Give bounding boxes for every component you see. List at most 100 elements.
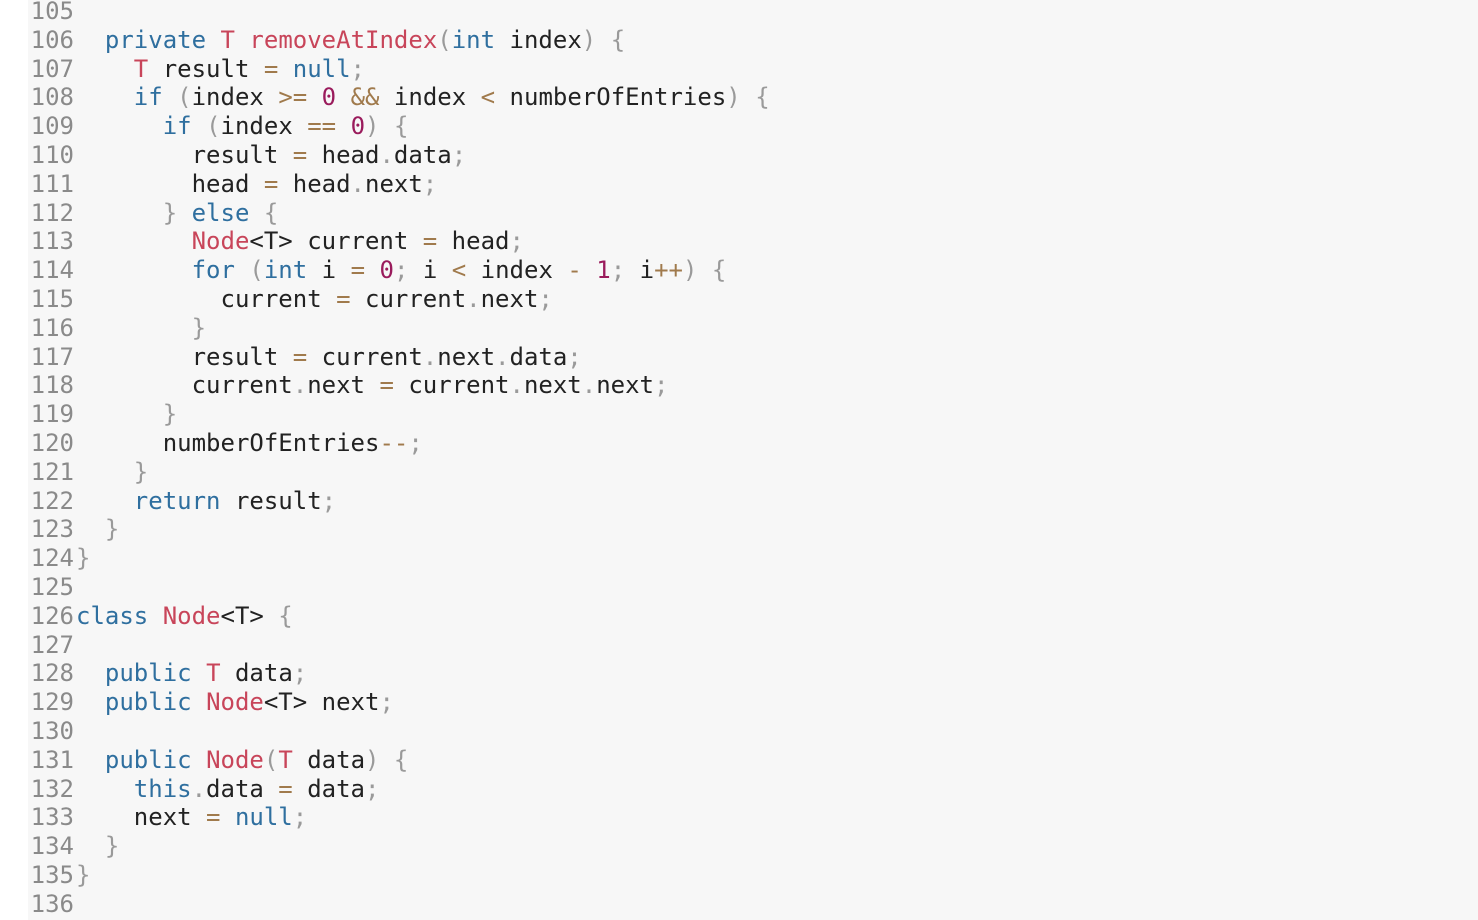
- code-token: next: [365, 169, 423, 198]
- code-token: [336, 83, 350, 111]
- code-token: ): [365, 112, 380, 141]
- code-token: [76, 314, 192, 342]
- line-number: 126: [30, 601, 74, 630]
- line-number: 128: [30, 659, 74, 688]
- code-token: }: [76, 861, 91, 889]
- code-token: next: [523, 371, 582, 400]
- code-token: [336, 112, 350, 140]
- code-token: result: [76, 141, 293, 169]
- code-text: public Node(T data) {: [76, 746, 408, 775]
- code-token: 0: [321, 83, 337, 112]
- code-text: }: [76, 861, 90, 890]
- code-text: }: [76, 515, 119, 544]
- code-token: (: [177, 83, 192, 112]
- code-token: ;: [654, 371, 669, 400]
- code-token: (: [437, 25, 452, 54]
- code-text: next = null;: [76, 803, 307, 832]
- code-token: ;: [408, 429, 423, 457]
- code-token: =: [379, 371, 394, 400]
- code-token: }: [104, 832, 120, 861]
- line-number: 117: [30, 342, 74, 371]
- code-text: return result;: [76, 487, 336, 516]
- code-text: result = head.data;: [76, 141, 467, 170]
- code-token: int: [263, 256, 308, 285]
- code-token: [221, 803, 235, 831]
- code-token: 1: [596, 256, 611, 285]
- code-token: ): [726, 83, 741, 112]
- code-text: current = current.next;: [76, 285, 552, 314]
- line-number: 110: [30, 141, 74, 169]
- code-token: ;: [422, 169, 438, 198]
- code-token: ++: [654, 256, 683, 285]
- code-token: {: [278, 601, 293, 630]
- code-text: for (int i = 0; i < index - 1; i++) {: [76, 256, 727, 285]
- code-token: [177, 199, 191, 227]
- code-text: public T data;: [76, 659, 307, 688]
- code-token: }: [76, 544, 91, 573]
- code-token: head: [307, 141, 380, 169]
- code-token: T: [133, 54, 149, 83]
- code-token: [76, 112, 163, 140]
- code-token: index: [191, 83, 279, 112]
- code-token: numberOfEntries: [76, 429, 380, 457]
- code-token: ;: [365, 774, 380, 803]
- code-token: -: [567, 256, 582, 285]
- line-number: 116: [30, 313, 74, 342]
- code-token: [76, 487, 134, 515]
- line-number: 118: [30, 371, 74, 400]
- code-token: data: [509, 342, 568, 371]
- code-token: .: [422, 342, 438, 371]
- code-token: =: [263, 54, 279, 83]
- code-token: [249, 199, 263, 227]
- code-token: result: [220, 486, 322, 515]
- code-token: Node: [206, 745, 264, 774]
- line-number: 136: [30, 889, 74, 918]
- line-number: 124: [30, 544, 74, 573]
- code-text: class Node<T> {: [76, 602, 293, 631]
- code-token: result: [148, 54, 264, 83]
- code-token: 0: [379, 256, 394, 285]
- code-token: ;: [350, 54, 365, 83]
- code-text: this.data = data;: [76, 774, 380, 804]
- code-token: [76, 458, 134, 486]
- code-token: index: [495, 25, 582, 54]
- code-token: [76, 55, 134, 83]
- code-token: .: [466, 285, 481, 313]
- code-token: .: [350, 169, 365, 198]
- code-token: [76, 400, 163, 428]
- code-token: head: [76, 169, 264, 198]
- code-token: =: [278, 774, 293, 803]
- code-token: data: [292, 745, 366, 774]
- line-number: 109: [30, 112, 74, 141]
- code-token: }: [162, 400, 178, 429]
- code-token: if: [133, 83, 163, 112]
- code-token: }: [133, 457, 149, 486]
- code-token: [235, 256, 249, 284]
- line-number: 132: [30, 774, 74, 803]
- code-token: ;: [610, 256, 626, 285]
- code-token: [206, 26, 220, 54]
- code-token: [76, 256, 192, 284]
- line-number: 114: [30, 256, 74, 285]
- code-token: [76, 688, 105, 716]
- code-token: [192, 746, 206, 774]
- code-token: for: [191, 256, 235, 285]
- code-token: null: [292, 54, 351, 83]
- line-number: 112: [30, 198, 74, 227]
- code-token: public: [104, 745, 192, 774]
- code-token: next: [596, 371, 654, 400]
- code-token: {: [711, 256, 727, 285]
- code-token: current: [393, 371, 510, 400]
- code-token: head: [278, 169, 351, 198]
- code-text: public Node<T> next;: [76, 688, 394, 717]
- code-token: {: [393, 112, 409, 141]
- code-text: if (index >= 0 && index < numberOfEntrie…: [76, 83, 770, 112]
- code-token: [76, 832, 105, 860]
- code-token: [192, 688, 206, 716]
- code-token: [596, 26, 610, 54]
- code-token: ;: [393, 256, 409, 285]
- code-token: =: [422, 227, 438, 256]
- code-token: =: [263, 169, 279, 198]
- code-token: [76, 775, 134, 803]
